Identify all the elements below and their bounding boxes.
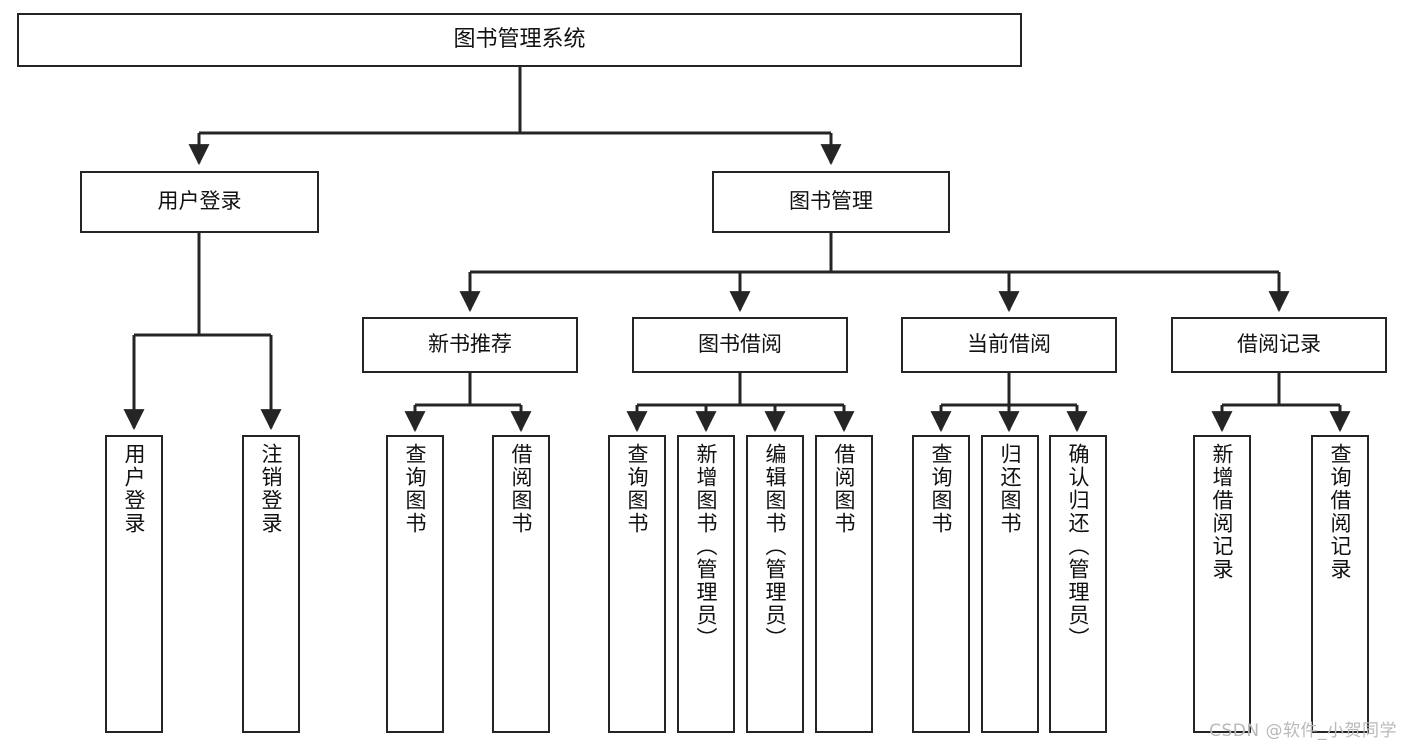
node-new-book-recommend[interactable]: 新书推荐	[362, 317, 578, 373]
node-label: 当前借阅	[967, 332, 1051, 357]
node-root-book-management-system[interactable]: 图书管理系统	[17, 13, 1022, 67]
node-label: 编辑图书（管理员）	[763, 443, 788, 650]
node-label: 查询图书	[625, 443, 650, 535]
node-label: 用户登录	[157, 189, 242, 214]
leaf-user-login[interactable]: 用户登录	[105, 435, 163, 733]
node-label: 查询图书	[929, 443, 954, 535]
leaf-borrow-book[interactable]: 借阅图书	[815, 435, 873, 733]
node-label: 确认归还（管理员）	[1066, 443, 1091, 650]
leaf-query-book-recommend[interactable]: 查询图书	[386, 435, 444, 733]
node-label: 图书借阅	[698, 332, 782, 357]
node-label: 图书管理	[789, 189, 873, 214]
leaf-add-borrow-record[interactable]: 新增借阅记录	[1193, 435, 1251, 733]
node-label: 查询借阅记录	[1328, 443, 1353, 581]
node-book-borrow[interactable]: 图书借阅	[632, 317, 848, 373]
leaf-confirm-return-admin[interactable]: 确认归还（管理员）	[1049, 435, 1107, 733]
node-label: 借阅记录	[1237, 332, 1321, 357]
leaf-query-book-borrow[interactable]: 查询图书	[608, 435, 666, 733]
node-current-borrow[interactable]: 当前借阅	[901, 317, 1117, 373]
node-label: 图书管理系统	[453, 26, 586, 52]
leaf-add-book-admin[interactable]: 新增图书（管理员）	[677, 435, 735, 733]
leaf-query-book-current[interactable]: 查询图书	[912, 435, 970, 733]
leaf-return-book[interactable]: 归还图书	[981, 435, 1039, 733]
node-book-management[interactable]: 图书管理	[712, 171, 950, 233]
leaf-edit-book-admin[interactable]: 编辑图书（管理员）	[746, 435, 804, 733]
node-label: 借阅图书	[509, 443, 534, 535]
leaf-borrow-book-recommend[interactable]: 借阅图书	[492, 435, 550, 733]
leaf-logout[interactable]: 注销登录	[242, 435, 300, 733]
node-label: 借阅图书	[832, 443, 857, 535]
node-label: 注销登录	[259, 443, 284, 535]
node-borrow-record[interactable]: 借阅记录	[1171, 317, 1387, 373]
leaf-query-borrow-record[interactable]: 查询借阅记录	[1311, 435, 1369, 733]
node-label: 查询图书	[403, 443, 428, 535]
node-label: 用户登录	[122, 443, 147, 535]
node-label: 归还图书	[998, 443, 1023, 535]
watermark-text: CSDN @软件_小贺同学	[1209, 721, 1397, 741]
node-label: 新书推荐	[428, 332, 512, 357]
node-label: 新增图书（管理员）	[694, 443, 719, 650]
node-label: 新增借阅记录	[1210, 443, 1235, 581]
node-user-login[interactable]: 用户登录	[80, 171, 319, 233]
